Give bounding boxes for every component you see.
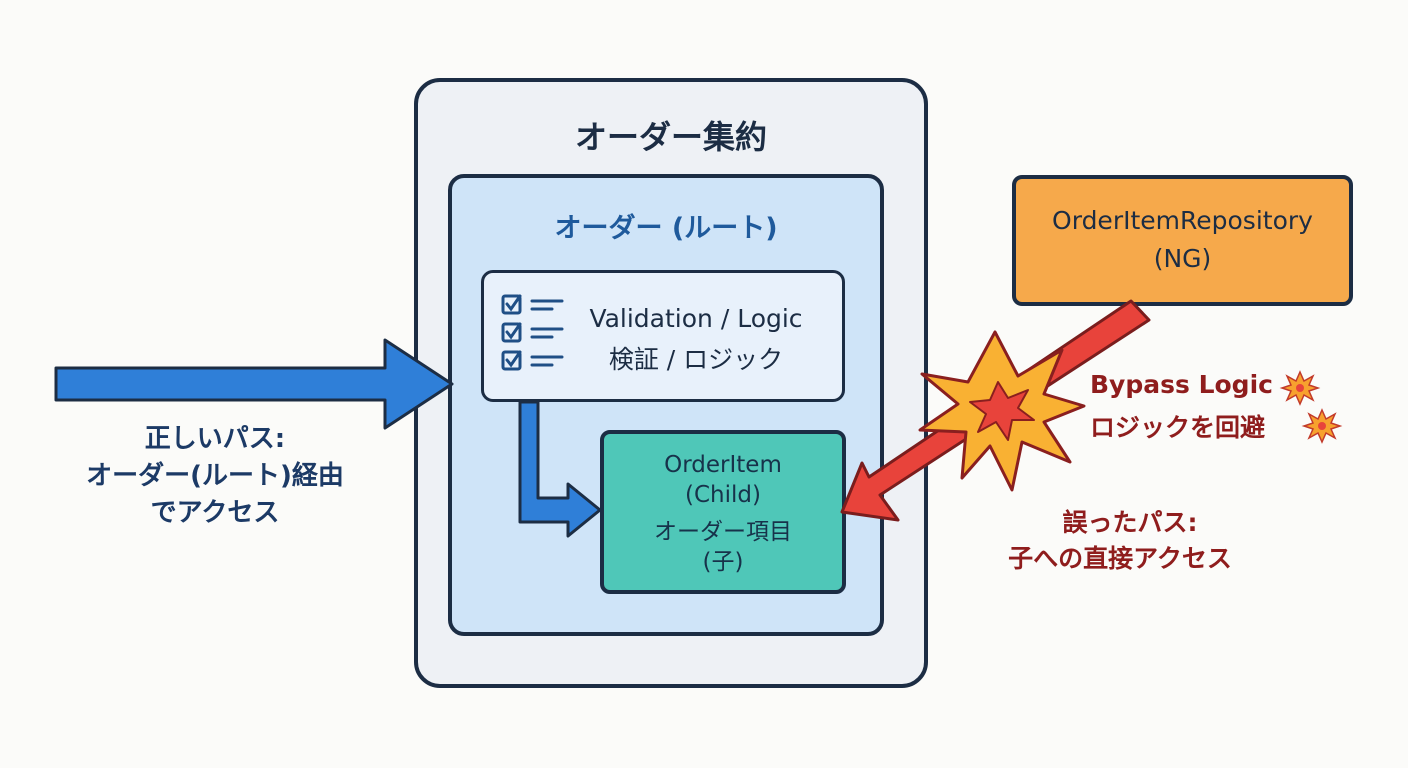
wrong-path-label-2: 子への直接アクセス <box>1008 544 1232 573</box>
correct-path-label-2: オーダー(ルート)経由 <box>86 461 344 491</box>
validation-logic-label-jp: 検証 / ロジック <box>608 345 784 374</box>
logic-to-child-arrow <box>518 400 602 538</box>
repository-box <box>1012 175 1353 306</box>
wrong-path-label-1: 誤ったパス: <box>1062 508 1198 537</box>
order-item-box <box>600 430 846 594</box>
validation-logic-label-en: Validation / Logic <box>589 304 803 333</box>
correct-path-arrow <box>54 338 454 430</box>
order-root-title: オーダー (ルート) <box>554 213 778 244</box>
bypass-logic-label-jp: ロジックを回避 <box>1090 413 1266 442</box>
order-item-label-2: (Child) <box>685 482 761 508</box>
repository-label-1: OrderItemRepository <box>1052 206 1313 235</box>
checklist-icon <box>501 294 564 371</box>
order-item-label-1: OrderItem <box>664 452 782 478</box>
explosion-core <box>969 381 1035 441</box>
aggregate-title: オーダー集約 <box>574 118 767 156</box>
order-item-label-3: オーダー項目 <box>654 519 792 545</box>
order-item-label-4: (子) <box>702 549 744 575</box>
correct-path-label-3: でアクセス <box>150 498 280 528</box>
explosion-icon <box>1279 370 1321 406</box>
correct-path-label-1: 正しいパス: <box>144 424 286 454</box>
repository-label-2: (NG) <box>1153 244 1212 273</box>
bypass-logic-label-en: Bypass Logic <box>1090 370 1273 399</box>
explosion-icon <box>1301 408 1343 444</box>
